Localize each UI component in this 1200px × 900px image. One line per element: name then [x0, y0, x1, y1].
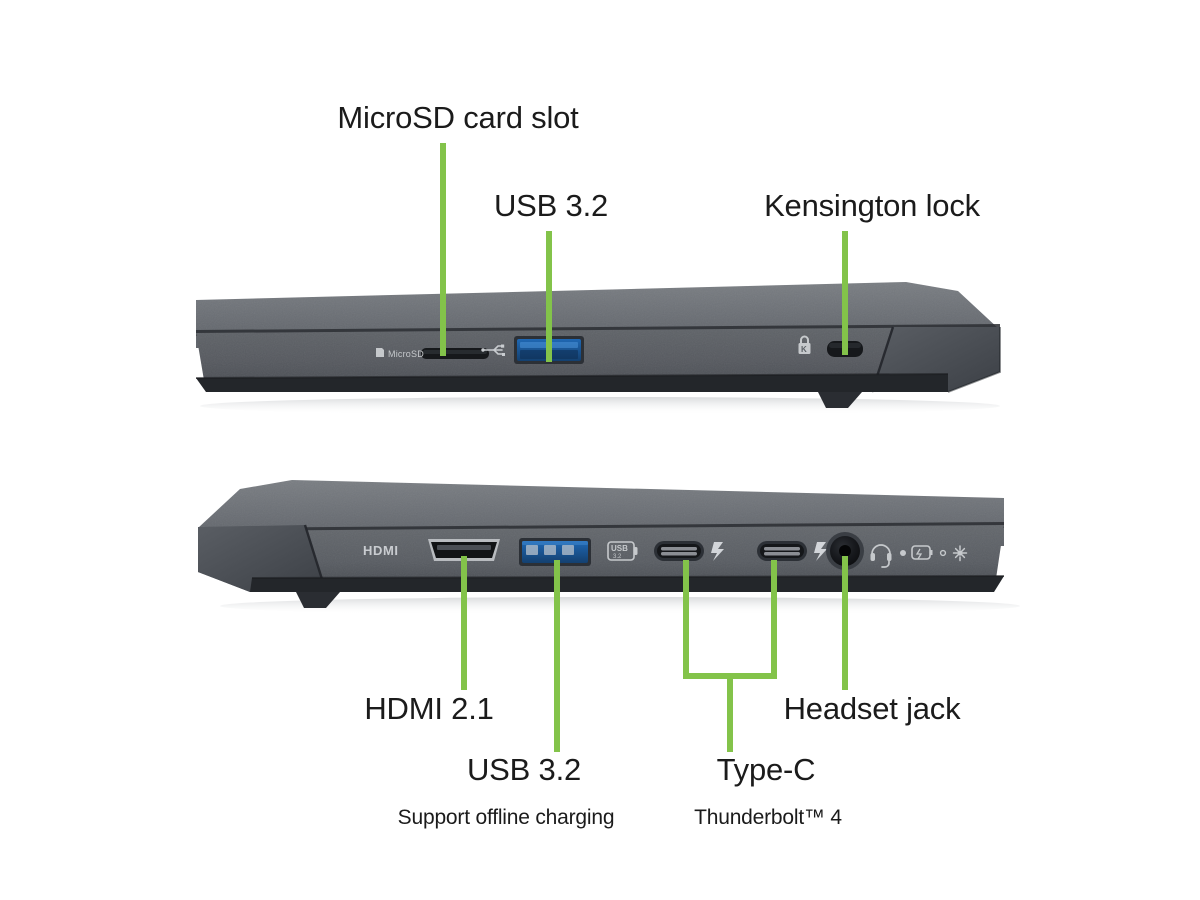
bottom-leader-lines [461, 556, 848, 752]
brightness-icon [939, 545, 968, 562]
usb-c-port-1 [654, 541, 704, 561]
svg-text:3.2: 3.2 [613, 554, 622, 560]
svg-text:K: K [801, 345, 807, 354]
label-usb-32-note: Support offline charging [397, 806, 615, 829]
svg-text:USB: USB [611, 544, 628, 553]
label-kensington-lock: Kensington lock [764, 188, 980, 223]
headset-icon [870, 544, 892, 568]
label-thunderbolt-4-note: Thunderbolt™ 4 [694, 806, 842, 829]
laptop-top-chassis: MicroSD K [195, 282, 1001, 415]
top-leader-lines [440, 143, 848, 362]
usb-a-port-charging [519, 538, 591, 566]
svg-text:HDMI: HDMI [363, 543, 399, 558]
headset-jack-port [826, 532, 864, 570]
kensington-lock-icon: K [798, 335, 811, 354]
battery-icon [911, 545, 933, 560]
microsd-slot-port: MicroSD [376, 348, 489, 359]
label-usb-32-bottom: USB 3.2 [466, 752, 582, 787]
svg-text:MicroSD: MicroSD [388, 349, 424, 359]
thunderbolt-icon-1 [711, 542, 724, 561]
label-type-c: Type-C [716, 752, 816, 787]
label-usb-32-top: USB 3.2 [493, 188, 609, 223]
usb-battery-charge-icon: USB 3.2 [607, 541, 638, 561]
thunderbolt-icon-2 [814, 542, 827, 561]
hdmi-port: HDMI [363, 539, 500, 561]
usb-trident-icon [481, 344, 505, 356]
usb-c-port-2 [757, 541, 807, 561]
laptop-bottom-chassis: HDMI USB 3.2 [198, 480, 1020, 615]
label-hdmi-21: HDMI 2.1 [364, 691, 494, 726]
label-microsd-card-slot: MicroSD card slot [337, 100, 579, 135]
led-indicator-icon [900, 550, 906, 556]
label-headset-jack: Headset jack [783, 691, 961, 726]
